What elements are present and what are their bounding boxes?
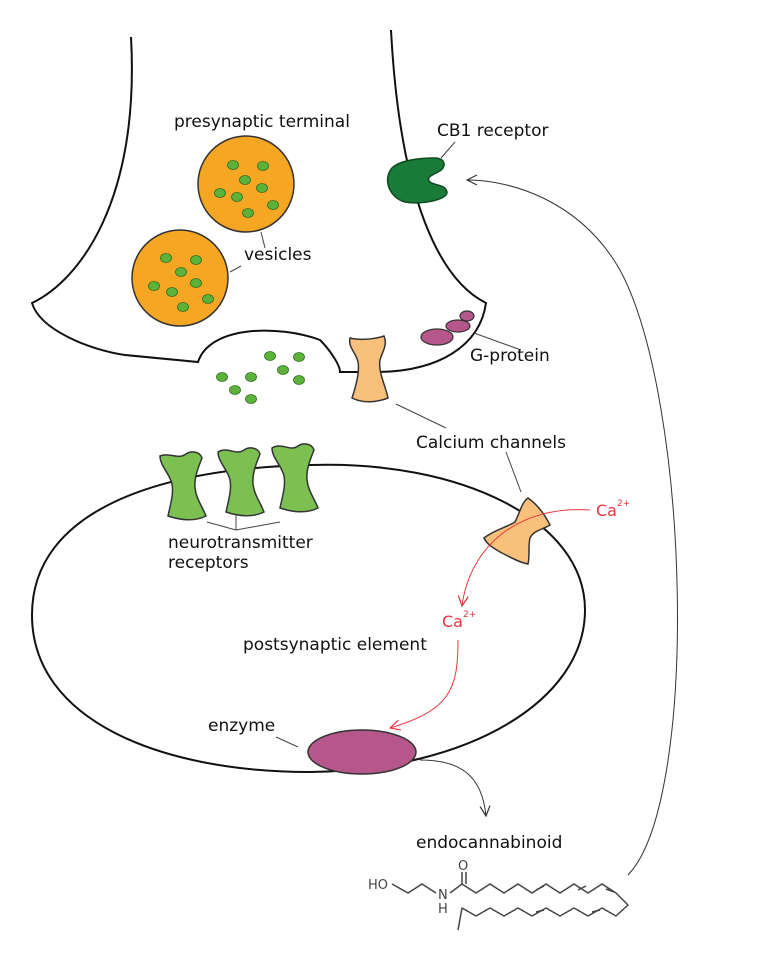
label-postsynaptic-element: postsynaptic element	[243, 635, 427, 655]
label-cb1-receptor: CB1 receptor	[437, 121, 548, 141]
label-presynaptic-terminal: presynaptic terminal	[174, 112, 350, 132]
molecule-hydroxyl: HO	[368, 878, 388, 893]
molecule-nitrogen: N	[438, 888, 448, 903]
leader-lines	[206, 141, 522, 748]
arrow-calcium-influx	[462, 509, 591, 606]
calcium-ion-outside: Ca 2+	[596, 499, 630, 520]
vesicle-lower	[131, 229, 229, 327]
presynaptic-calcium-channel	[348, 335, 389, 403]
svg-text:Ca: Ca	[442, 612, 463, 631]
label-neurotransmitter: neurotransmitter	[168, 533, 313, 553]
arrow-endocannabinoid-to-cb1	[467, 180, 678, 876]
calcium-ion-inside: Ca 2+	[442, 610, 476, 631]
postsynaptic-calcium-channel	[483, 497, 551, 565]
postsynaptic-membrane	[30, 463, 587, 774]
label-endocannabinoid: endocannabinoid	[416, 833, 562, 853]
molecule-oxygen: O	[458, 859, 468, 874]
cb1-receptor-shape	[386, 157, 448, 204]
released-neurotransmitters	[216, 351, 305, 404]
svg-text:2+: 2+	[617, 499, 630, 509]
label-calcium-channels: Calcium channels	[416, 433, 566, 453]
label-receptors: receptors	[168, 553, 249, 573]
svg-text:Ca: Ca	[596, 501, 617, 520]
svg-text:2+: 2+	[463, 610, 476, 620]
label-enzyme: enzyme	[208, 716, 275, 736]
presynaptic-terminal-membrane	[30, 29, 488, 373]
enzyme-shape	[307, 729, 417, 775]
g-protein-shape	[420, 310, 475, 346]
molecule-hydrogen: H	[438, 902, 448, 917]
arrow-calcium-to-enzyme	[390, 639, 459, 728]
endocannabinoid-molecule: HO O N H	[368, 859, 629, 931]
arrow-enzyme-to-endocannabinoid	[419, 759, 486, 816]
label-vesicles: vesicles	[244, 245, 312, 265]
neurotransmitter-receptors	[159, 443, 319, 521]
label-g-protein: G-protein	[470, 346, 550, 366]
vesicle-upper	[197, 135, 295, 233]
